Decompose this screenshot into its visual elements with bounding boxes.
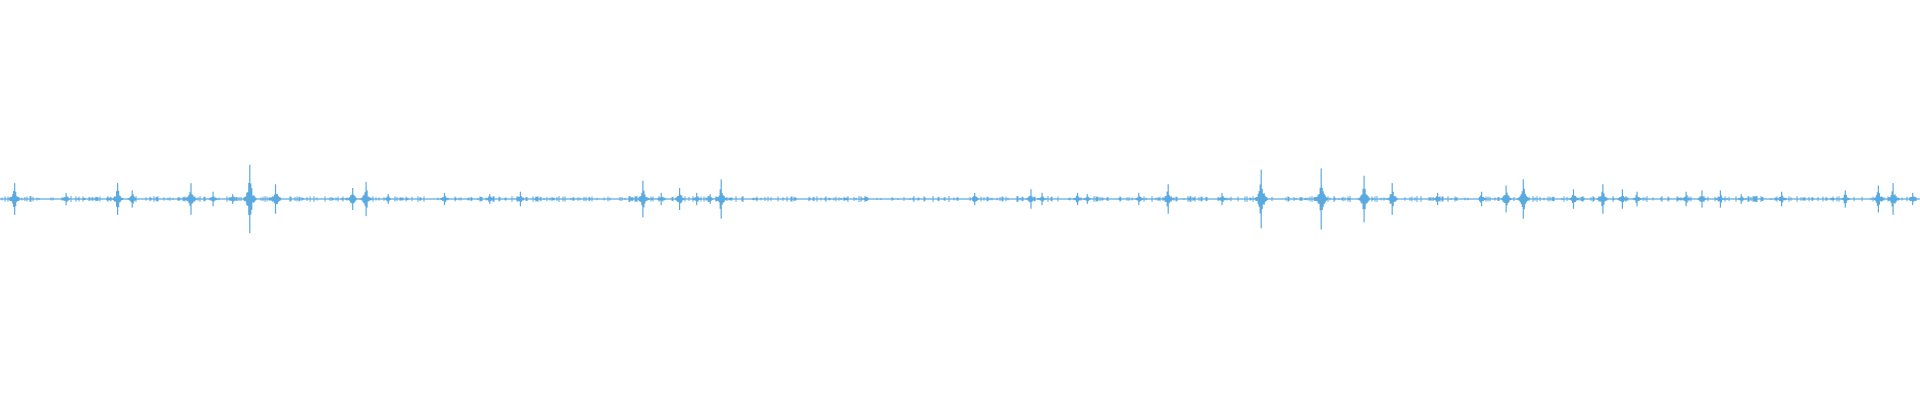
waveform-peak bbox=[1566, 189, 1581, 209]
waveform-peak bbox=[1254, 169, 1268, 229]
waveform-peak bbox=[1215, 192, 1229, 206]
waveform-peak bbox=[1838, 190, 1852, 208]
waveform-peak bbox=[359, 181, 373, 217]
waveform-peak bbox=[1615, 189, 1629, 209]
waveform-peak bbox=[690, 192, 704, 206]
waveform-peak bbox=[1314, 168, 1328, 230]
waveform-peak bbox=[1035, 192, 1049, 206]
waveform-peak bbox=[1871, 185, 1885, 213]
waveform-peak bbox=[226, 194, 240, 204]
waveform-peak bbox=[184, 183, 198, 215]
waveform-peak bbox=[1734, 194, 1748, 204]
waveform-peak bbox=[1630, 191, 1644, 207]
waveform-peak bbox=[513, 191, 527, 207]
waveform-peak bbox=[636, 180, 650, 218]
waveform-peak bbox=[125, 190, 139, 208]
waveform-peak bbox=[703, 194, 717, 204]
waveform-peak bbox=[1431, 192, 1445, 206]
waveform-peak bbox=[968, 192, 982, 206]
waveform-peak bbox=[8, 183, 22, 215]
waveform-peak bbox=[654, 192, 668, 206]
waveform-peak bbox=[1080, 194, 1094, 204]
waveform-peak bbox=[1713, 190, 1727, 208]
waveform-peak bbox=[1516, 179, 1530, 219]
waveform-peak bbox=[1132, 192, 1146, 206]
waveform-peak bbox=[111, 183, 125, 215]
waveform-peak bbox=[714, 179, 728, 219]
waveform-peak bbox=[1024, 189, 1038, 209]
waveform-peak bbox=[1385, 183, 1399, 215]
waveform-peak bbox=[59, 192, 73, 206]
waveform-peak bbox=[243, 164, 257, 234]
waveform-peak bbox=[1906, 192, 1920, 206]
waveform-peak bbox=[1596, 184, 1610, 214]
waveform-peak bbox=[1679, 191, 1693, 207]
waveform-peak bbox=[1886, 183, 1900, 215]
waveform-peak bbox=[381, 194, 395, 204]
waveform-peak bbox=[483, 194, 497, 204]
waveform-peak bbox=[1475, 191, 1489, 207]
waveform-peak bbox=[1775, 191, 1789, 207]
waveform-peak bbox=[1161, 184, 1175, 214]
waveform-peak bbox=[206, 191, 220, 207]
waveform-peak bbox=[673, 188, 687, 210]
waveform-peak bbox=[268, 184, 283, 214]
waveform-peak bbox=[437, 192, 452, 206]
waveform-peak bbox=[346, 188, 360, 210]
waveform-peak bbox=[1499, 185, 1513, 213]
waveform-peak bbox=[1695, 190, 1709, 208]
waveform-peak bbox=[1357, 175, 1371, 223]
